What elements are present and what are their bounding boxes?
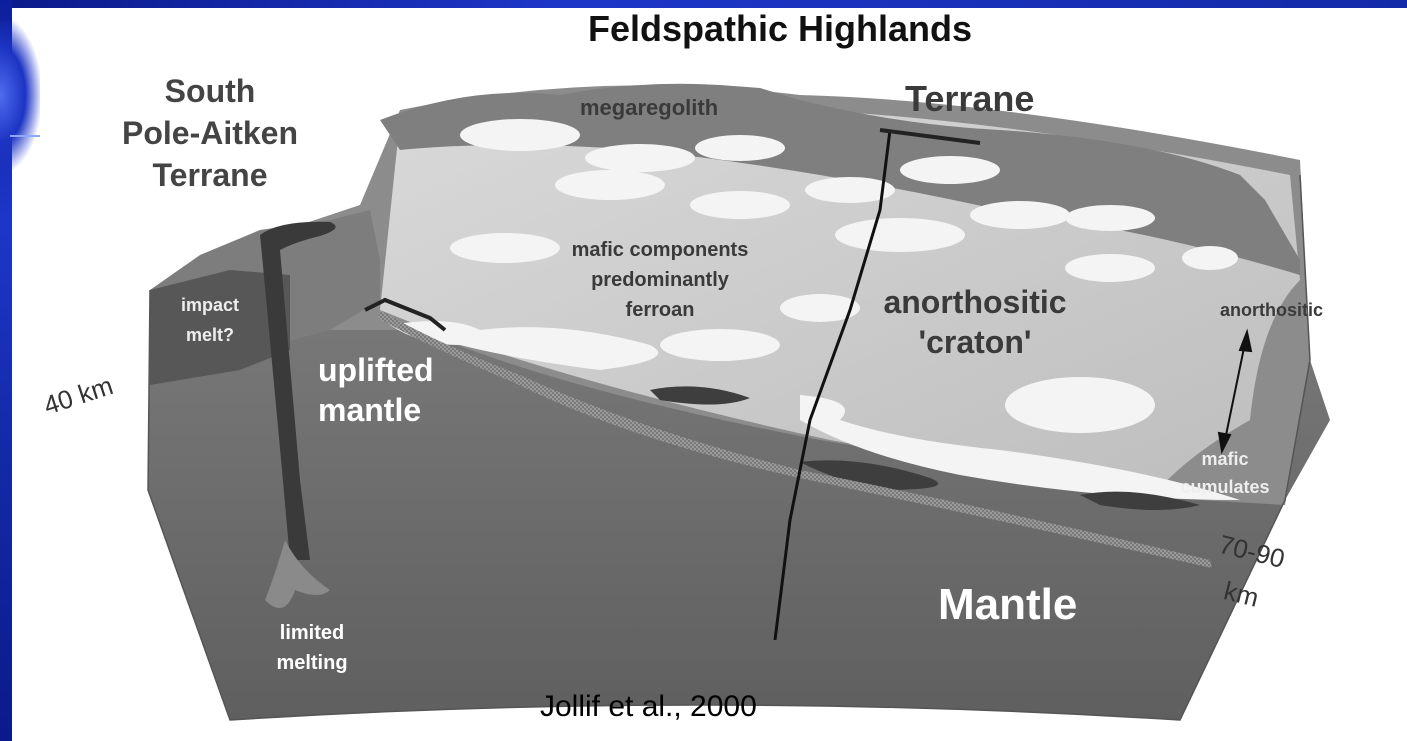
citation-text: Jollif et al., 2000 xyxy=(540,690,757,724)
spa-terrane-line-2: Pole-Aitken xyxy=(90,112,330,154)
impact-melt-label: impact melt? xyxy=(165,290,255,350)
limited-melting-line-2: melting xyxy=(262,648,362,678)
limited-melting-label: limited melting xyxy=(262,618,362,678)
uplifted-mantle-line-1: uplifted xyxy=(318,350,434,390)
impact-melt-line-2: melt? xyxy=(165,320,255,350)
mafic-cumulates-line-2: cumulates xyxy=(1165,473,1285,501)
mafic-components-line-3: ferroan xyxy=(560,295,760,325)
uplifted-mantle-label: uplifted mantle xyxy=(318,350,434,430)
limited-melting-line-1: limited xyxy=(262,618,362,648)
title-line-2: Terrane xyxy=(905,78,1034,120)
mantle-label: Mantle xyxy=(938,580,1077,630)
mafic-components-line-2: predominantly xyxy=(560,265,760,295)
mafic-components-line-1: mafic components xyxy=(560,235,760,265)
impact-melt-line-1: impact xyxy=(165,290,255,320)
spa-terrane-line-3: Terrane xyxy=(90,154,330,196)
anorthositic-craton-label: anorthositic 'craton' xyxy=(860,282,1090,362)
spa-terrane-line-1: South xyxy=(90,70,330,112)
spa-terrane-label: South Pole-Aitken Terrane xyxy=(90,70,330,196)
anorthositic-craton-line-1: anorthositic xyxy=(860,282,1090,322)
title-line-1: Feldspathic Highlands xyxy=(588,8,972,50)
mafic-components-label: mafic components predominantly ferroan xyxy=(560,235,760,325)
mafic-cumulates-line-1: mafic xyxy=(1165,445,1285,473)
megaregolith-label: megaregolith xyxy=(580,95,718,121)
uplifted-mantle-line-2: mantle xyxy=(318,390,434,430)
anorthositic-craton-line-2: 'craton' xyxy=(860,322,1090,362)
mafic-cumulates-label: mafic cumulates xyxy=(1165,445,1285,501)
anorthositic-label: anorthositic xyxy=(1220,300,1323,321)
